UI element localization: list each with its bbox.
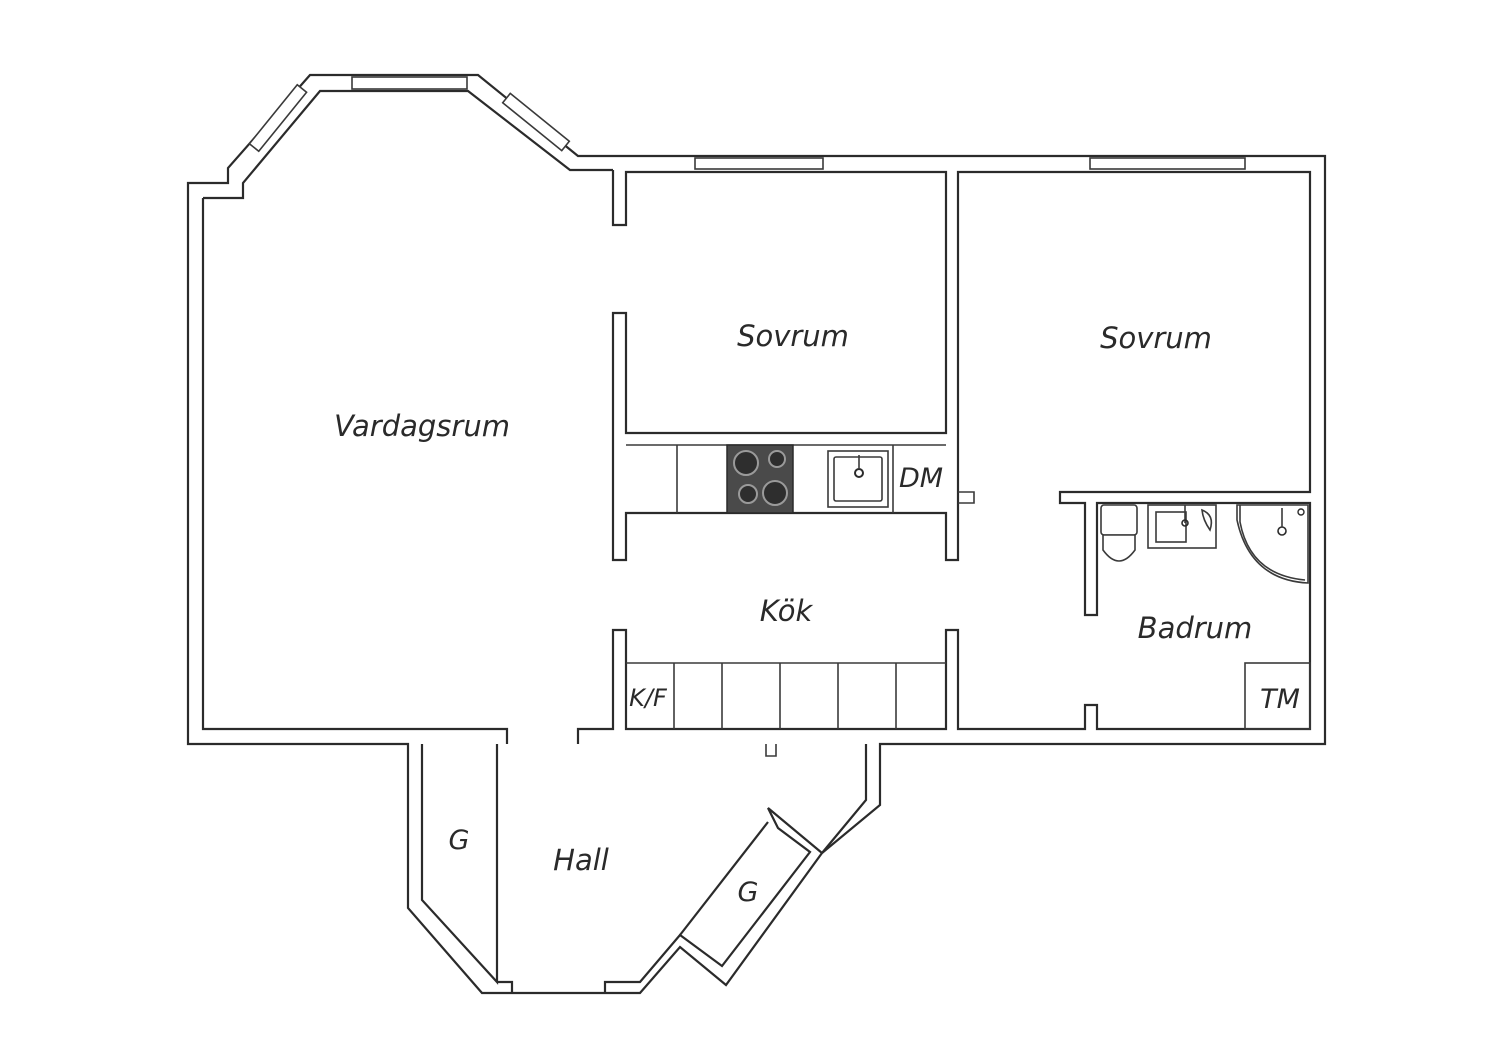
label-kok: Kök <box>760 594 814 628</box>
window-bay-right <box>501 92 571 152</box>
shower-icon <box>1236 504 1309 584</box>
label-kyl-frys: K/F <box>629 684 668 712</box>
label-tvattmaskin: TM <box>1260 684 1300 715</box>
label-garderob-2: G <box>738 877 759 908</box>
window-bay-left <box>248 83 308 153</box>
bathroom-fixtures <box>1100 504 1311 730</box>
interior-walls <box>420 170 1312 993</box>
label-sovrum-2: Sovrum <box>1100 321 1212 355</box>
outer-walls <box>186 73 1327 995</box>
label-hall: Hall <box>553 843 609 877</box>
windows <box>248 76 1246 170</box>
sink-icon <box>827 450 889 508</box>
washbasin-icon <box>1147 504 1217 549</box>
window-bay-top <box>351 76 468 90</box>
label-badrum: Badrum <box>1138 611 1253 645</box>
kitchen-cabinets <box>626 662 946 729</box>
toilet-icon <box>1100 504 1138 562</box>
label-vardagsrum: Vardagsrum <box>334 409 510 443</box>
window-sovrum-1 <box>694 157 824 170</box>
washing-machine-box <box>1244 662 1311 730</box>
label-garderob-1: G <box>449 825 470 856</box>
window-sovrum-2 <box>1089 157 1246 170</box>
kitchen-counter <box>676 444 894 514</box>
label-sovrum-1: Sovrum <box>737 319 849 353</box>
room-labels: Vardagsrum Sovrum Sovrum Kök Badrum Hall… <box>334 319 1300 908</box>
label-diskmaskin: DM <box>899 463 943 494</box>
